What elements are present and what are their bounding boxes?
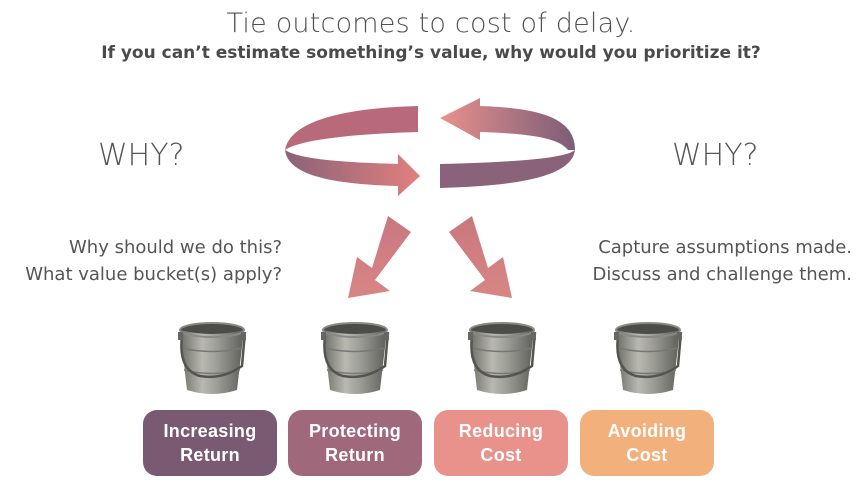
page-subtitle: If you can’t estimate something’s value,… (101, 43, 761, 63)
cycle-arrow-bottom (285, 150, 420, 196)
bucket-label-line2: Cost (480, 445, 522, 465)
bucket-label-avoiding-cost: Avoiding Cost (580, 410, 714, 476)
down-arrow-left (348, 216, 411, 298)
down-arrow-right (449, 216, 512, 298)
bucket-1 (176, 321, 248, 396)
bucket-icon (176, 321, 684, 396)
bucket-label-line2: Return (180, 445, 240, 465)
note-left: Why should we do this? What value bucket… (10, 234, 282, 288)
cycle-band-bottom-right (440, 150, 575, 188)
note-right: Capture assumptions made. Discuss and ch… (580, 234, 852, 288)
bucket-label-line1: Avoiding (607, 421, 687, 441)
note-right-line1: Capture assumptions made. (598, 237, 852, 258)
bucket-label-protecting-return: Protecting Return (288, 410, 422, 476)
bucket-label-line1: Increasing (163, 421, 257, 441)
note-left-line2: What value bucket(s) apply? (25, 264, 282, 285)
cycle-arrow-top (440, 98, 575, 150)
page-title: Tie outcomes to cost of delay. (226, 8, 636, 39)
note-right-line2: Discuss and challenge them. (592, 264, 852, 285)
down-arrow-icon (348, 216, 512, 298)
why-left: WHY? (98, 138, 185, 173)
bucket-3 (466, 321, 538, 396)
bucket-2 (319, 321, 391, 396)
bucket-label-line1: Protecting (308, 421, 401, 441)
bucket-4 (612, 321, 684, 396)
bucket-label-line2: Return (325, 445, 385, 465)
cycle-band-top-left (285, 106, 418, 150)
bucket-label-reducing-cost: Reducing Cost (434, 410, 568, 476)
bucket-label-line2: Cost (626, 445, 668, 465)
bucket-label-line1: Reducing (458, 421, 544, 441)
note-left-line1: Why should we do this? (68, 237, 282, 258)
why-right: WHY? (672, 138, 759, 173)
cycle-arrows-icon (285, 98, 575, 196)
bucket-label-increasing-return: Increasing Return (143, 410, 277, 476)
